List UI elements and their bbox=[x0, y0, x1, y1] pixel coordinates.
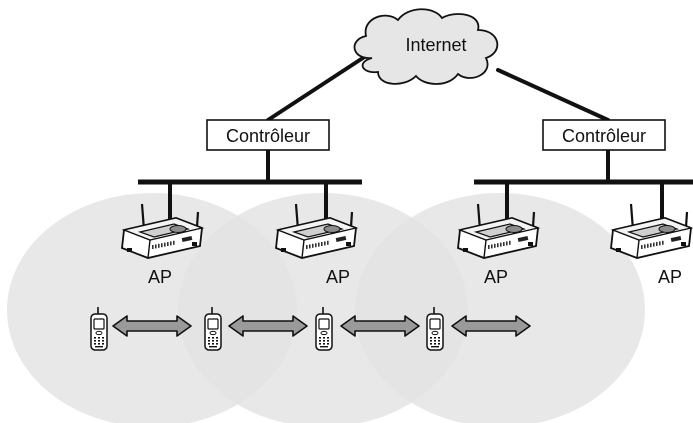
internet-label: Internet bbox=[405, 35, 466, 55]
controller-right: Contrôleur bbox=[542, 119, 666, 151]
access-point: AP bbox=[120, 202, 204, 287]
ap-label: AP bbox=[484, 267, 508, 287]
controller-left: Contrôleur bbox=[206, 119, 330, 151]
internet-cloud: Internet bbox=[353, 8, 499, 85]
ap-label: AP bbox=[148, 267, 172, 287]
ap-label: AP bbox=[326, 267, 350, 287]
controller-label: Contrôleur bbox=[562, 126, 646, 146]
cloud-icon bbox=[353, 8, 499, 85]
access-point-icon bbox=[609, 202, 693, 260]
access-point: AP bbox=[456, 202, 540, 287]
controller-label: Contrôleur bbox=[226, 126, 310, 146]
access-point: AP bbox=[609, 202, 693, 287]
ap-label: AP bbox=[658, 267, 682, 287]
uplink-lines bbox=[266, 50, 610, 122]
coverage-area bbox=[355, 193, 645, 423]
access-point: AP bbox=[274, 202, 358, 287]
